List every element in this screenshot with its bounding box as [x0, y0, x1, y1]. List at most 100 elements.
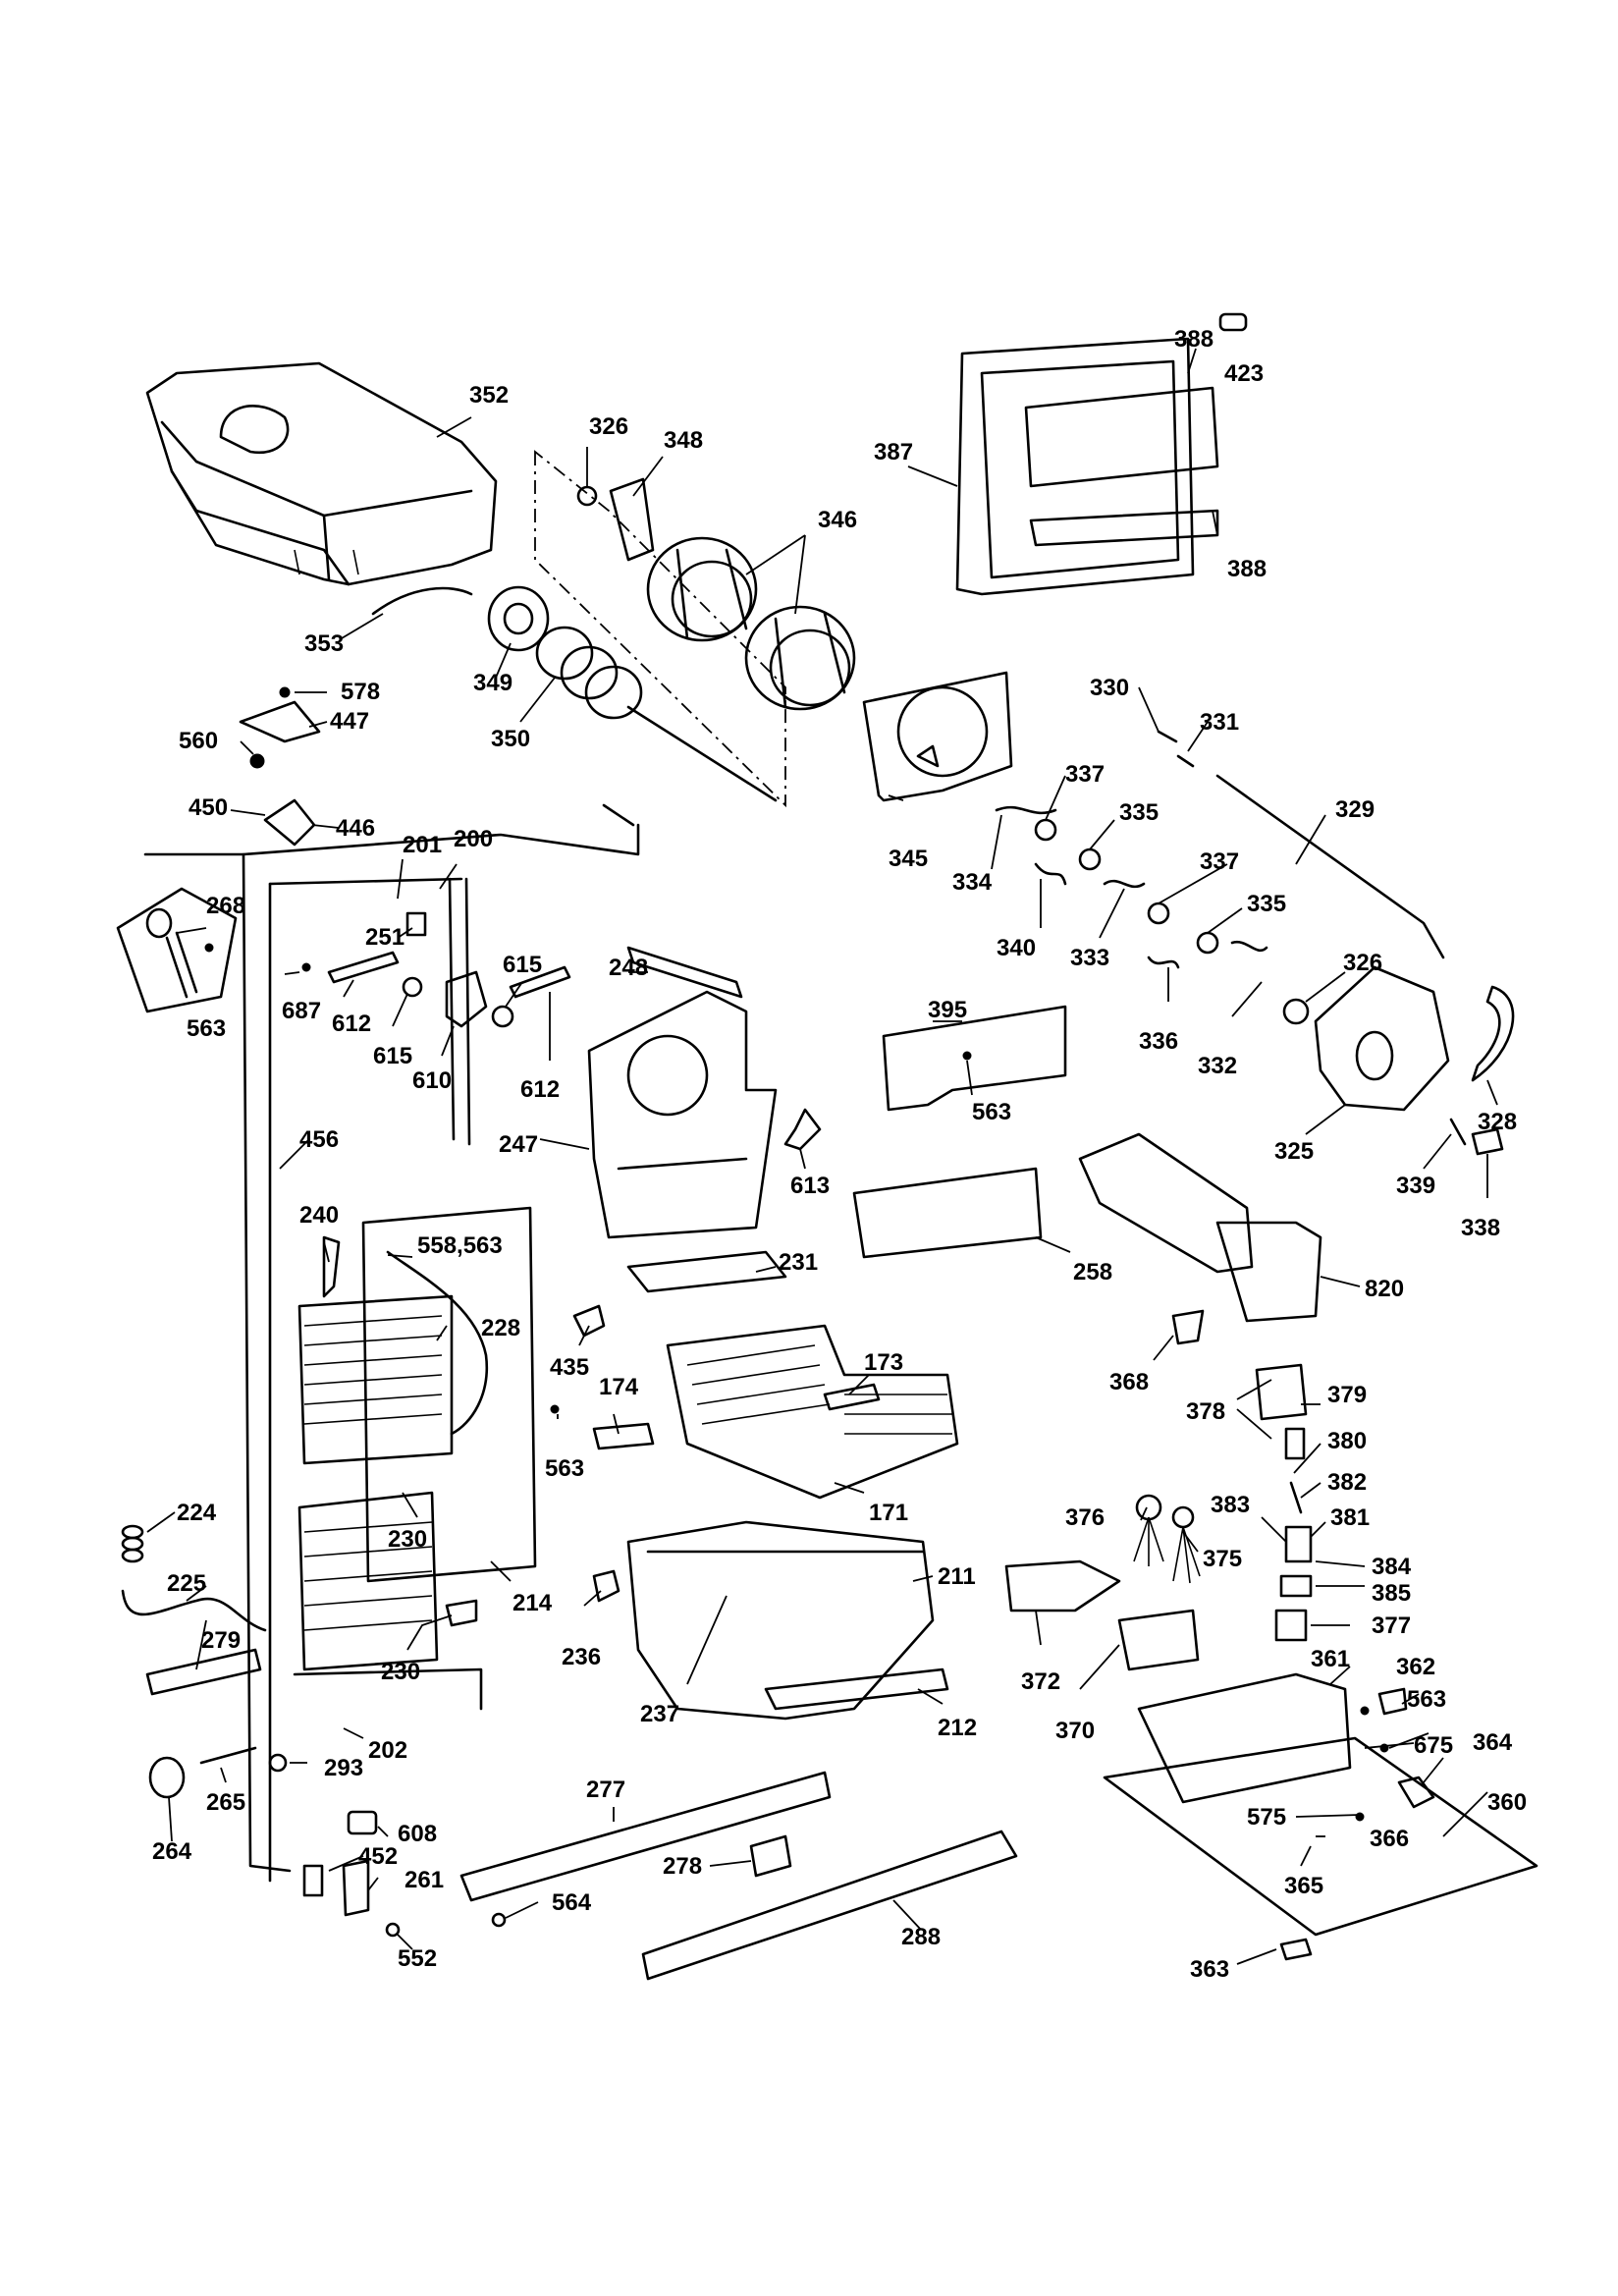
axle-265	[199, 1746, 257, 1765]
light-socket-268	[116, 887, 238, 1013]
callout-387: 387	[874, 439, 913, 465]
shelf-front-258	[852, 1167, 1043, 1259]
roller-264	[148, 1756, 186, 1799]
callout-214: 214	[512, 1590, 553, 1616]
callout-452: 452	[358, 1843, 398, 1870]
callout-337: 337	[1200, 848, 1239, 875]
motor-bracket-328	[1471, 985, 1515, 1082]
callout-228: 228	[481, 1315, 520, 1341]
fastener-293	[268, 1753, 288, 1773]
callout-435: 435	[550, 1354, 589, 1381]
callout-337: 337	[1065, 761, 1105, 788]
foot-363	[1279, 1938, 1313, 1961]
callout-362: 362	[1396, 1654, 1435, 1680]
fan-shroud-247	[587, 946, 778, 1239]
bracket-364	[1397, 1776, 1435, 1809]
callout-447: 447	[330, 708, 369, 735]
housing-plate-345	[862, 671, 1013, 802]
thermostat-240	[322, 1235, 341, 1298]
callout-345: 345	[889, 846, 928, 872]
clip-236	[592, 1569, 620, 1603]
callout-349: 349	[473, 670, 512, 696]
callout-268: 268	[206, 893, 245, 919]
callout-236: 236	[562, 1644, 601, 1670]
callout-615: 615	[503, 952, 542, 978]
callout-578: 578	[341, 679, 380, 705]
spring-339	[1449, 1118, 1467, 1146]
callout-326: 326	[589, 413, 628, 440]
plate-452	[302, 1864, 324, 1897]
fitting-251	[405, 911, 427, 937]
callout-336: 336	[1139, 1028, 1178, 1055]
screw-552	[385, 1922, 401, 1938]
callout-173: 173	[864, 1349, 903, 1376]
callout-560: 560	[179, 728, 218, 754]
callout-261: 261	[404, 1867, 444, 1893]
bracket-368	[1171, 1309, 1205, 1345]
callout-212: 212	[938, 1715, 977, 1741]
clip-435	[572, 1304, 606, 1338]
callout-687: 687	[282, 998, 321, 1024]
bracket-348	[609, 477, 655, 562]
callout-385: 385	[1372, 1580, 1411, 1607]
callout-325: 325	[1274, 1138, 1314, 1165]
callout-446: 446	[336, 815, 375, 842]
shelf-support-174	[592, 1422, 655, 1450]
leader-lines	[146, 348, 1498, 1965]
ice-pan-211	[626, 1520, 949, 1721]
callout-353: 353	[304, 630, 344, 657]
callout-338: 338	[1461, 1215, 1500, 1241]
callout-388: 388	[1174, 326, 1214, 353]
auger-motor-325	[1314, 965, 1450, 1112]
solenoid-370	[1117, 1609, 1200, 1671]
cover-plate-395	[882, 1005, 1067, 1112]
callout-552: 552	[398, 1945, 437, 1972]
base-panel-202	[293, 1667, 483, 1711]
callout-326: 326	[1343, 950, 1382, 976]
tube-225	[121, 1589, 267, 1632]
callout-388: 388	[1227, 556, 1267, 582]
callout-381: 381	[1330, 1504, 1370, 1531]
callout-288: 288	[901, 1924, 941, 1950]
callout-278: 278	[663, 1853, 702, 1880]
callout-211: 211	[938, 1563, 976, 1590]
callout-265: 265	[206, 1789, 245, 1816]
callout-558-563: 558,563	[417, 1232, 503, 1259]
callout-563: 563	[1407, 1686, 1446, 1713]
callout-334: 334	[952, 869, 993, 896]
latch-278	[749, 1834, 792, 1878]
callout-370: 370	[1055, 1718, 1095, 1744]
callout-360: 360	[1487, 1789, 1527, 1816]
wire-basket-171	[666, 1324, 959, 1500]
callout-201: 201	[403, 832, 442, 858]
callout-346: 346	[818, 507, 857, 533]
callout-375: 375	[1203, 1546, 1242, 1572]
callout-335: 335	[1247, 891, 1286, 917]
door-clip-423	[1218, 312, 1248, 332]
fan-blade-613	[783, 1108, 822, 1151]
callout-383: 383	[1211, 1492, 1250, 1518]
callout-615: 615	[373, 1043, 412, 1069]
callout-368: 368	[1109, 1369, 1149, 1395]
callout-339: 339	[1396, 1173, 1435, 1199]
rail-277	[459, 1771, 832, 1902]
trim-288	[641, 1830, 1018, 1981]
screws-563	[204, 943, 1389, 1822]
callout-363: 363	[1190, 1956, 1229, 1983]
callout-labels: 352 326 348 346 388 423 387 388 353 349 …	[152, 326, 1527, 1983]
shelf-support-173	[823, 1383, 881, 1411]
callout-350: 350	[491, 726, 530, 752]
callout-171: 171	[869, 1500, 908, 1526]
callout-608: 608	[398, 1821, 437, 1847]
callout-380: 380	[1327, 1428, 1367, 1454]
clip-338	[1471, 1127, 1504, 1156]
actuator-stack-379	[1255, 1363, 1313, 1642]
callout-361: 361	[1311, 1646, 1350, 1672]
callout-333: 333	[1070, 945, 1109, 971]
callout-450: 450	[189, 794, 228, 821]
callout-382: 382	[1327, 1469, 1367, 1496]
callout-330: 330	[1090, 675, 1129, 701]
callout-237: 237	[640, 1701, 679, 1727]
callout-328: 328	[1478, 1109, 1517, 1135]
